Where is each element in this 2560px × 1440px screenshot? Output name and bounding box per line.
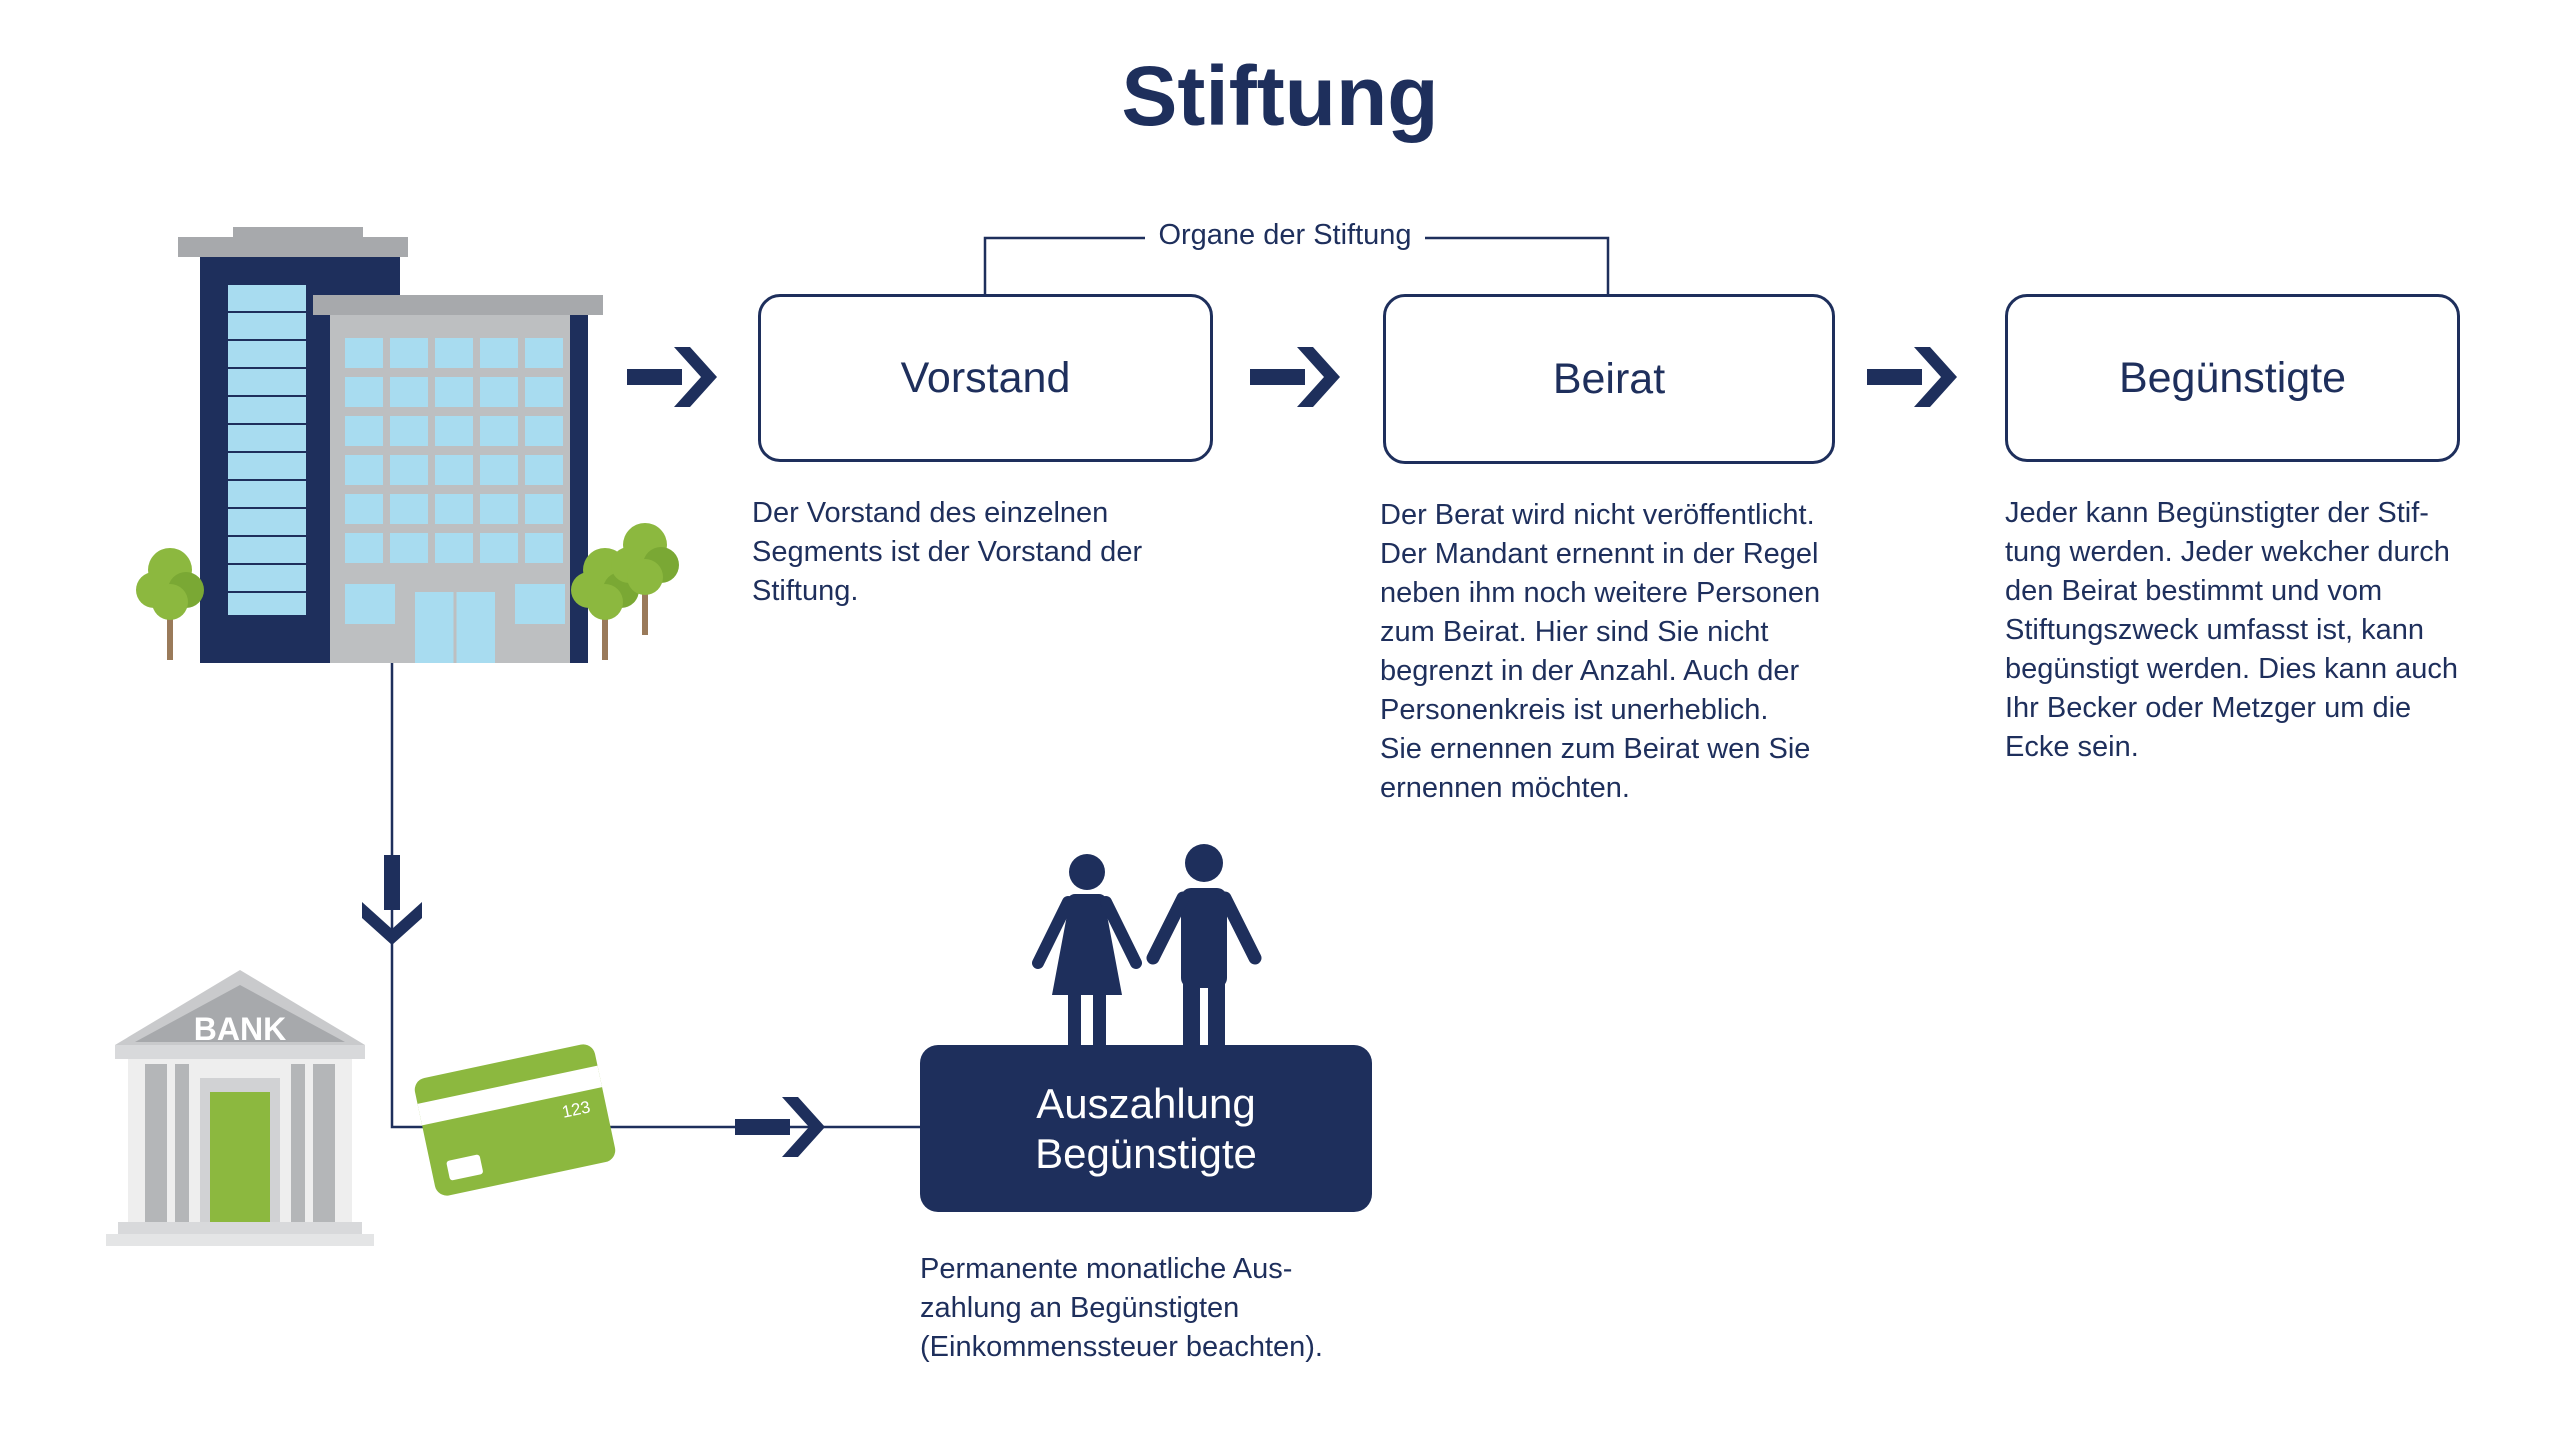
box-beguenstigte-label: Begünstigte: [2118, 353, 2347, 402]
box-beguenstigte: Begünstigte: [2005, 294, 2460, 462]
box-vorstand: Vorstand: [758, 294, 1213, 462]
flow-connector: [390, 663, 920, 1129]
bank-sign: BANK: [194, 1011, 286, 1047]
arrow-down-icon: [362, 855, 422, 945]
box-vorstand-label: Vorstand: [900, 353, 1071, 402]
box-beirat: Beirat: [1383, 294, 1835, 464]
organe-bracket: [983, 236, 1610, 297]
desc-vorstand: Der Vorstand des einzelnen Segments ist …: [752, 497, 1143, 607]
bank-icon: BANK: [106, 970, 374, 1246]
desc-beguenstigte: Jeder kann Begünstigter der Stif- tung w…: [2005, 497, 2459, 763]
page-title: Stiftung: [1121, 49, 1439, 143]
organe-label: Organe der Stiftung: [1145, 219, 1425, 252]
credit-card-icon: 123: [414, 1044, 616, 1196]
desc-auszahlung: Permanente monatliche Aus- zahlung an Be…: [920, 1253, 1323, 1363]
box-auszahlung: Auszahlung Begünstigte: [920, 1045, 1372, 1212]
arrow-right-icon: [735, 1097, 825, 1157]
desc-beirat: Der Berat wird nicht veröffentlicht. Der…: [1380, 499, 1821, 804]
box-beirat-label: Beirat: [1552, 354, 1666, 403]
people-icon: [1032, 844, 1262, 1045]
office-building-icon: [178, 227, 603, 663]
